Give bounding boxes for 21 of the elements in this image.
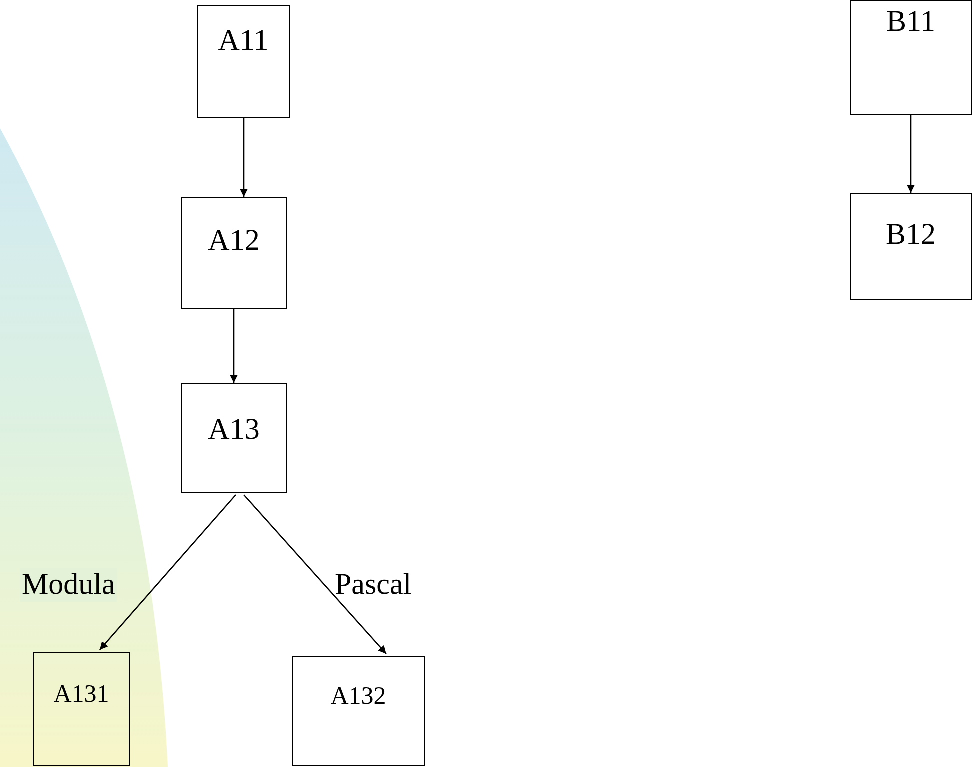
process-box — [197, 5, 290, 118]
box-label: B11 — [886, 5, 936, 39]
process-box — [850, 193, 972, 300]
box-label: A11 — [217, 24, 270, 58]
process-box — [181, 383, 287, 493]
process-box — [850, 0, 972, 115]
box-label: A131 — [52, 681, 110, 709]
arrow — [240, 118, 248, 197]
arrow — [99, 494, 236, 650]
process-box — [181, 197, 287, 309]
process-box — [292, 656, 425, 766]
box-label: A132 — [330, 683, 388, 711]
edge-label: Modula — [20, 568, 118, 602]
box-label: B12 — [884, 218, 937, 252]
box-label: A13 — [207, 413, 261, 447]
arrow — [244, 494, 387, 654]
edge-label: Pascal — [334, 568, 413, 602]
box-label: A12 — [207, 224, 261, 258]
process-box — [33, 652, 130, 766]
arrow — [907, 115, 915, 193]
arrow — [230, 309, 238, 383]
